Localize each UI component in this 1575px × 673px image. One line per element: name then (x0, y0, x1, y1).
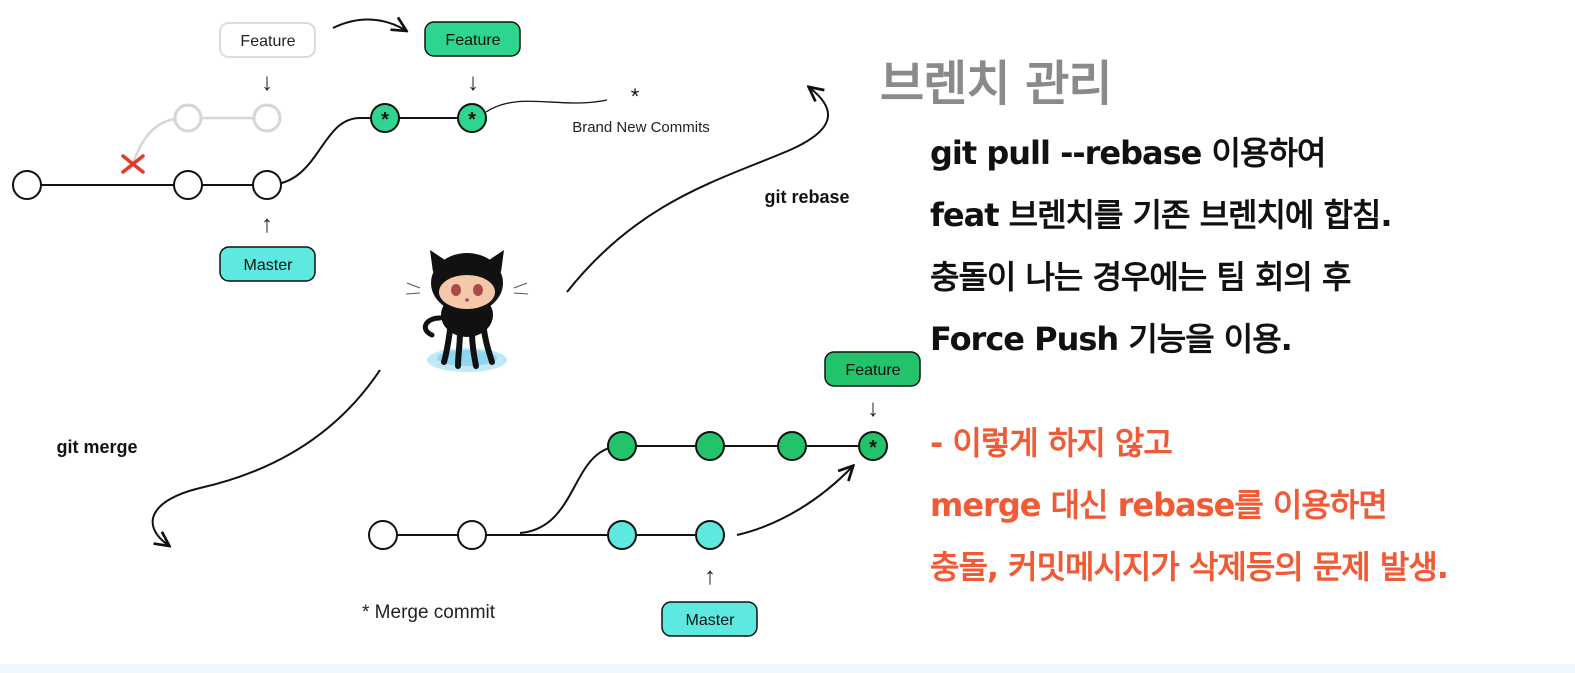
slide-title: 브렌치 관리 (880, 56, 1113, 112)
description-line: feat 브렌치를 기존 브렌치에 합침. (930, 196, 1393, 234)
master-tag (219, 246, 316, 282)
commit (457, 520, 487, 550)
description-line: Force Push 기능을 이용. (930, 320, 1293, 358)
down-arrow-icon: ↓ (867, 395, 879, 422)
note-star: * (631, 84, 640, 109)
old-commit (252, 103, 282, 133)
new-commit (457, 103, 487, 133)
merge-commit-note: * Merge commit (362, 602, 496, 623)
rebase-diagram: * * Feature ↓ Feature ↓ ↑ Master * Brand… (12, 20, 710, 282)
octocat-icon (405, 250, 529, 372)
feature-label: Feature (845, 362, 900, 379)
warning-line: 충돌, 커밋메시지가 삭제등의 문제 발생. (930, 548, 1449, 586)
commit (252, 170, 282, 200)
old-feature-tag (219, 22, 316, 58)
master-label: Master (686, 612, 736, 629)
commit-star: * (468, 109, 476, 131)
down-arrow-icon: ↓ (467, 69, 479, 96)
bottom-strip (0, 664, 1575, 673)
master-commit (607, 520, 637, 550)
description-line: 충돌이 나는 경우에는 팀 회의 후 (930, 258, 1351, 296)
master-tag (661, 601, 758, 637)
feature-branch-line (519, 445, 873, 534)
feature-tag (424, 21, 521, 57)
old-commit (173, 103, 203, 133)
note-connector (485, 99, 608, 113)
warning-block: - 이렇게 하지 않고 merge 대신 rebase를 이용하면 충돌, 커밋… (930, 412, 1449, 598)
merge-flow-arrow-icon (151, 369, 381, 545)
commit (12, 170, 42, 200)
up-arrow-icon: ↑ (704, 563, 716, 590)
commit (173, 170, 203, 200)
git-rebase-label: git rebase (764, 187, 849, 207)
feature-commit (695, 431, 725, 461)
warning-line: - 이렇게 하지 않고 (930, 424, 1173, 462)
feature-commit (777, 431, 807, 461)
feature-label: Feature (445, 32, 500, 49)
description-block: git pull --rebase 이용하여 feat 브렌치를 기존 브렌치에… (930, 122, 1393, 370)
down-arrow-icon: ↓ (261, 69, 273, 96)
master-commit (695, 520, 725, 550)
commit-star: * (381, 109, 389, 131)
commit (368, 520, 398, 550)
rebase-flow-arrow-icon (566, 88, 829, 293)
old-feature-label: Feature (240, 33, 295, 50)
warning-line: merge 대신 rebase를 이용하면 (930, 486, 1388, 524)
new-commit (370, 103, 400, 133)
master-label: Master (244, 257, 294, 274)
merge-commit (858, 431, 888, 461)
merge-arrow-icon (736, 467, 852, 536)
move-arrow-icon (332, 20, 405, 30)
up-arrow-icon: ↑ (261, 211, 273, 238)
description-line: git pull --rebase 이용하여 (930, 134, 1326, 172)
git-merge-label: git merge (56, 437, 137, 457)
brand-new-commits-note: Brand New Commits (572, 119, 710, 136)
discard-cross-icon (121, 154, 145, 174)
merge-diagram: * Feature ↓ ↑ Master * Merge commit (362, 351, 921, 637)
feature-commit (607, 431, 637, 461)
rebased-branch-line (266, 117, 472, 186)
commit-star: * (869, 437, 877, 459)
feature-tag (824, 351, 921, 387)
